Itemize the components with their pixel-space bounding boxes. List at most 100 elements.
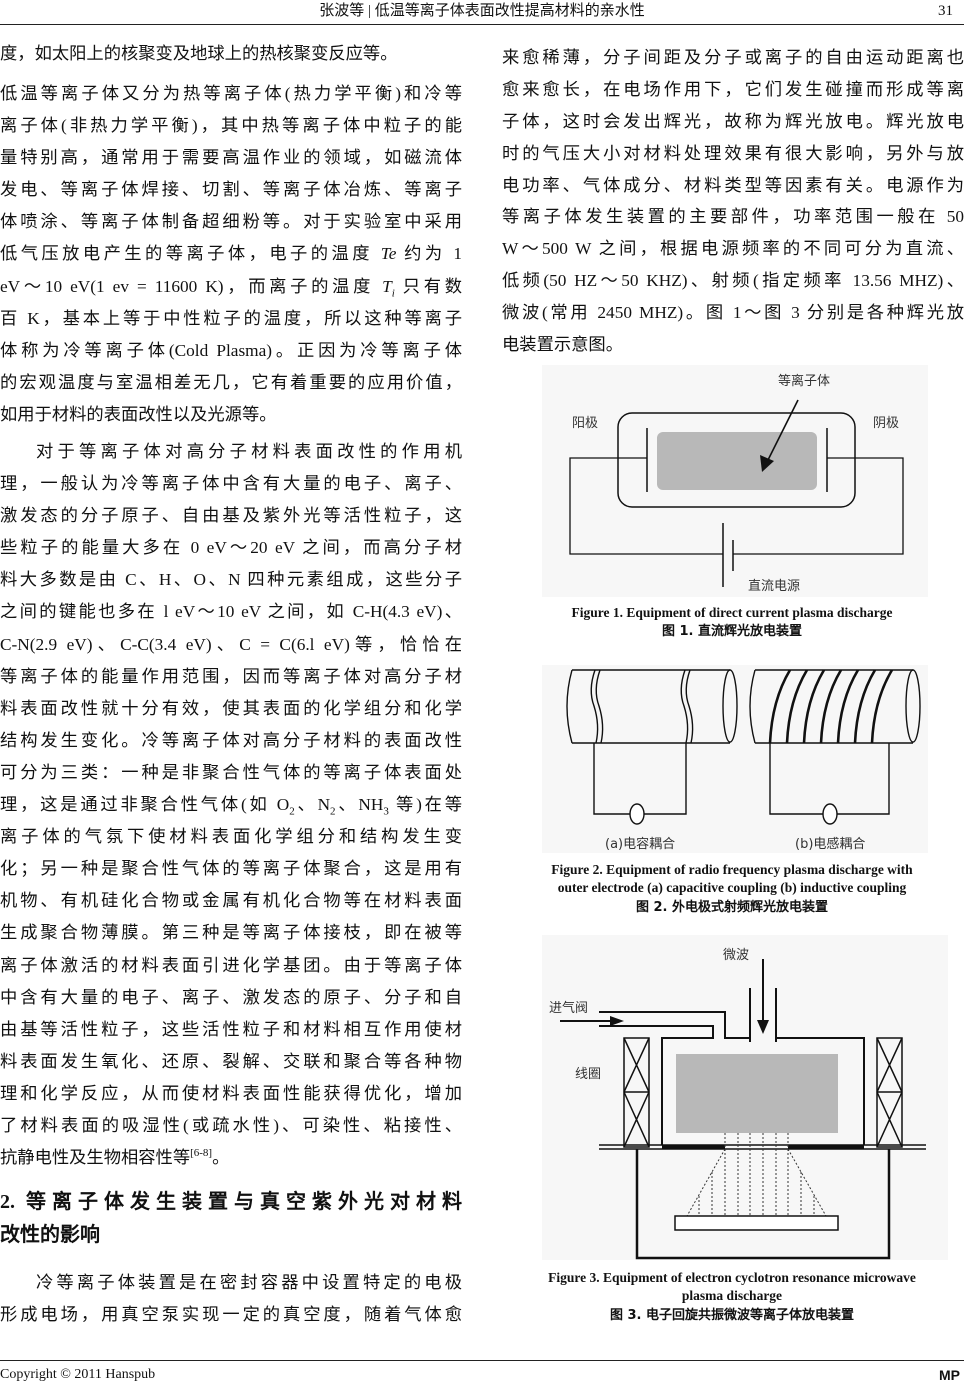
text-line: eV～10 eV(1 ev = 11600 K)，而离子的温度 Ti 只有数 bbox=[0, 271, 462, 303]
gas-valve-label: 进气阀 bbox=[549, 1000, 588, 1016]
dc-source-label: 直流电源 bbox=[748, 579, 800, 594]
text-line: 百 K，基本上等于中性粒子的温度，所以这种等离子 bbox=[0, 308, 462, 328]
text-line: 体喷涂、等离子体制备超细粉等。对于实验室中采用 bbox=[0, 212, 462, 232]
left-p3: 冷等离子体装置是在密封容器中设置特定的电极形成电场，用真空泵实现一定的真空度，随… bbox=[0, 1267, 462, 1331]
text-line: 中含有大量的电子、离子、激发态的原子、分子和自 bbox=[0, 987, 462, 1007]
left-p0: 度，如太阳上的核聚变及地球上的热核聚变反应等。 bbox=[0, 38, 462, 70]
text-line: 生成聚合物薄膜。第三种是等离子体接枝，即在被等 bbox=[0, 923, 462, 943]
text-line: 些粒子的能量大多在 0 eV～20 eV 之间，而高分子材 bbox=[0, 538, 462, 558]
text-line: 机物、有机硅化合物或金属有机化合物等在材料表面 bbox=[0, 891, 462, 911]
figure-1-caption-en: Figure 1. Equipment of direct current pl… bbox=[571, 605, 893, 620]
text-segment: 低气压放电产生的等离子体，电子的温度 bbox=[0, 244, 381, 264]
text-line: 了材料表面的吸湿性(或疏水性)、可染性、粘接性、 bbox=[0, 1115, 462, 1135]
text-line: 微波(常用 2450 MHZ)。图 1～图 3 分别是各种辉光放 bbox=[502, 303, 964, 323]
text-line: 来愈稀薄，分子间距及分子或离子的自由运动距离也 bbox=[502, 48, 964, 67]
text-line: 改性的影响 bbox=[0, 1224, 100, 1246]
text-line: W～500 W 之间，根据电源频率的不同可分为直流、 bbox=[502, 239, 964, 259]
left-p2: 对于等离子体对高分子材料表面改性的作用机理，一般认为冷等离子体中含有大量的电子、… bbox=[0, 436, 462, 1174]
microwave-arrow-icon bbox=[757, 1020, 769, 1034]
text-segment: i bbox=[391, 287, 395, 300]
text-segment: 理，这是通过非聚合性气体(如 O bbox=[0, 795, 290, 815]
text-segment: eV～10 eV(1 ev = 11600 K)，而离子的温度 bbox=[0, 276, 383, 296]
footer-rule bbox=[0, 1360, 964, 1361]
text-line: 2. 等离子体发生装置与真空紫外光对材料 bbox=[0, 1191, 462, 1213]
coil-label: 线圈 bbox=[575, 1067, 601, 1082]
text-line: 料大多数是由 C、H、O、N 四种元素组成，这些分子 bbox=[0, 570, 462, 590]
text-line: 可分为三类：一种是非聚合性气体的等离子体表面处 bbox=[0, 762, 462, 782]
text-line: 体称为冷等离子体(Cold Plasma)。正因为冷等离子体 bbox=[0, 340, 462, 360]
substrate bbox=[674, 1215, 839, 1231]
text-line: 抗静电性及生物相容性等[6-8]。 bbox=[0, 1142, 462, 1174]
figure-2-caption-en-1: Figure 2. Equipment of radio frequency p… bbox=[551, 862, 913, 877]
wire bbox=[569, 457, 723, 555]
inductive-coil bbox=[768, 669, 894, 744]
text-segment: 约为 1 bbox=[396, 244, 462, 264]
figure-3-caption-en-2: plasma discharge bbox=[681, 1288, 783, 1303]
gas-arrow-icon bbox=[610, 1016, 624, 1026]
inductive-label: (b)电感耦合 bbox=[795, 836, 865, 852]
coil-icon bbox=[623, 1037, 903, 1148]
text-line: 低气压放电产生的等离子体，电子的温度 Te 约为 1 bbox=[0, 238, 462, 270]
text-line: 子体，这时会发出辉光，故称为辉光放电。辉光放电 bbox=[502, 111, 964, 131]
text-line: 的宏观温度与室温相差无几，它有着重要的应用价值， bbox=[0, 372, 462, 392]
figure-2-caption-en-2: outer electrode (a) capacitive coupling … bbox=[557, 880, 907, 895]
header-rule bbox=[0, 24, 964, 25]
text-segment: [6-8] bbox=[190, 1147, 213, 1160]
text-line: 理，这是通过非聚合性气体(如 O2、N2、NH3 等)在等 bbox=[0, 789, 462, 821]
text-line: 由基等活性粒子，这些活性粒子和材料相互作用使材 bbox=[0, 1019, 462, 1039]
page-number: 31 bbox=[938, 3, 953, 19]
text-segment: 只有数 bbox=[394, 276, 462, 296]
text-line: 度，如太阳上的核聚变及地球上的热核聚变反应等。 bbox=[0, 44, 398, 63]
section-heading: 2. 等离子体发生装置与真空紫外光对材料改性的影响 bbox=[0, 1186, 462, 1252]
figure-1-caption-zh: 图 1. 直流辉光放电装置 bbox=[661, 624, 803, 639]
text-segment: 等)在等 bbox=[388, 795, 462, 815]
text-segment: Te bbox=[380, 244, 397, 264]
journal-abbrev: MP bbox=[939, 1367, 960, 1383]
text-line: 等离子体的能量作用范围，因而等离子体对高分子材 bbox=[0, 666, 462, 686]
plasma-region bbox=[657, 432, 817, 490]
text-line: 电装置示意图。 bbox=[502, 335, 623, 355]
text-segment: 、NH bbox=[335, 795, 384, 815]
cathode-label: 阴极 bbox=[873, 416, 899, 431]
text-line: 之间的键能也多在 l eV～10 eV 之间，如 C-H(4.3 eV)、 bbox=[0, 602, 462, 622]
text-line: 发电、等离子体焊接、切割、等离子体冶炼、等离子 bbox=[0, 180, 462, 200]
discharge-tube bbox=[617, 412, 856, 508]
text-segment: 抗静电性及生物相容性等 bbox=[0, 1148, 191, 1168]
text-line: 结构发生变化。冷等离子体对高分子材料的表面改性 bbox=[0, 730, 462, 750]
figure-3-caption-zh: 图 3. 电子回旋共振微波等离子体放电装置 bbox=[609, 1308, 855, 1323]
text-line: 如用于材料的表面改性以及光源等。 bbox=[0, 404, 277, 424]
text-line: C-N(2.9 eV)、C-C(3.4 eV)、C = C(6.l eV)等，恰… bbox=[0, 634, 462, 654]
text-segment: 。 bbox=[212, 1148, 230, 1168]
text-line: 冷等离子体装置是在密封容器中设置特定的电极 bbox=[36, 1273, 462, 1292]
text-segment: 2 bbox=[289, 805, 295, 818]
text-line: 离子体(非热力学平衡)，其中热等离子体中粒子的能 bbox=[0, 116, 462, 136]
text-line: 电功率、气体成分、材料类型等因素有关。电源作为 bbox=[502, 175, 964, 195]
text-line: 等离子体发生装置的主要部件，功率范围一般在 50 bbox=[502, 207, 964, 227]
capacitive-label: (a)电容耦合 bbox=[605, 836, 675, 852]
wire bbox=[733, 457, 904, 555]
text-line: 理和化学反应，从而使材料表面性能获得优化，增加 bbox=[0, 1083, 462, 1103]
text-line: 对于等离子体对高分子材料表面改性的作用机 bbox=[36, 442, 462, 461]
running-title: 张波等 | 低温等离子体表面改性提高材料的亲水性 bbox=[319, 3, 645, 19]
plasma-region bbox=[676, 1054, 838, 1133]
text-line: 低温等离子体又分为热等离子体(热力学平衡)和冷等 bbox=[0, 84, 462, 103]
text-line: 料表面发生氧化、还原、裂解、交联和聚合等各种物 bbox=[0, 1051, 462, 1071]
text-segment: 3 bbox=[383, 805, 389, 818]
text-line: 激发态的分子原子、自由基及紫外光等活性粒子，这 bbox=[0, 506, 462, 526]
text-line: 量特别高，通常用于需要高温作业的领域，如磁流体 bbox=[0, 148, 462, 168]
right-p0: 来愈稀薄，分子间距及分子或离子的自由运动距离也愈来愈长，在电场作用下，它们发生碰… bbox=[502, 42, 964, 361]
field-lines bbox=[686, 1133, 827, 1217]
figure-3-caption-en-1: Figure 3. Equipment of electron cyclotro… bbox=[548, 1270, 916, 1285]
microwave-label: 微波 bbox=[723, 948, 749, 963]
text-line: 化；另一种是聚合性气体的等离子体聚合，这是用有 bbox=[0, 859, 462, 879]
text-segment: 、N bbox=[294, 795, 331, 815]
plasma-label: 等离子体 bbox=[778, 373, 830, 389]
text-segment: T bbox=[382, 276, 392, 296]
text-segment: 2 bbox=[330, 805, 336, 818]
anode-label: 阳极 bbox=[572, 416, 598, 431]
arrow-icon bbox=[767, 399, 799, 461]
text-line: 形成电场，用真空泵实现一定的真空度，随着气体愈 bbox=[0, 1305, 462, 1325]
text-line: 愈来愈长，在电场作用下，它们发生碰撞而形成等离 bbox=[502, 79, 964, 99]
left-p1: 低温等离子体又分为热等离子体(热力学平衡)和冷等离子体(非热力学平衡)，其中热等… bbox=[0, 78, 462, 431]
text-line: 离子体激活的材料表面引进化学基团。由于等离子体 bbox=[0, 955, 462, 975]
